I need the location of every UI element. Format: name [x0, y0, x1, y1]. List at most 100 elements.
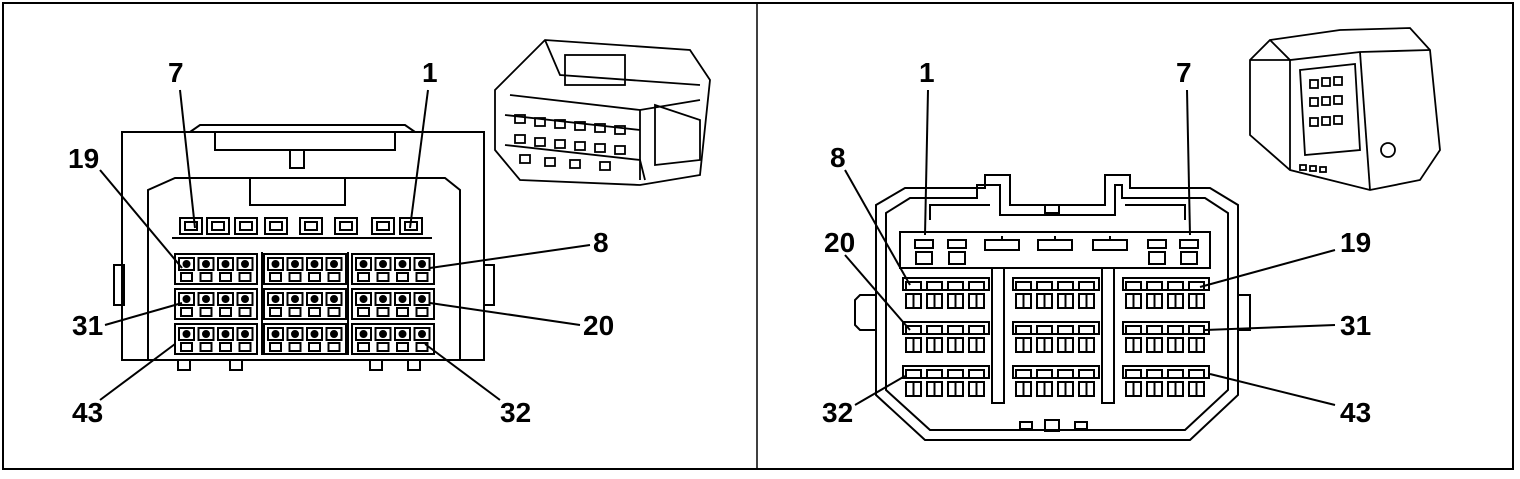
right-pin-latch [1057, 281, 1074, 291]
leader-left-20 [429, 302, 581, 326]
left-pin-lock [180, 342, 193, 352]
leader-right-20 [844, 254, 911, 331]
right-post-left [991, 267, 1005, 404]
left-pin-lock [219, 272, 232, 282]
right-top-wide-cavity [1037, 239, 1073, 251]
left-top-terminal [304, 221, 318, 231]
leader-left-31 [104, 302, 183, 326]
right-pin-latch [1036, 369, 1053, 379]
left-top-cavity [334, 217, 358, 235]
right-label-43: 43 [1340, 397, 1371, 428]
right-label-31: 31 [1340, 310, 1371, 341]
right-pin-latch [1078, 281, 1095, 291]
right-inner-ridge [929, 204, 1186, 220]
outer-frame [2, 2, 1514, 470]
left-pin-cavity [267, 327, 284, 341]
left-pin-cavity [217, 257, 234, 271]
left-pin-lock [308, 342, 321, 352]
right-connector-panel [854, 174, 1251, 441]
right-pin-latch [1146, 325, 1163, 335]
left-top-terminal [339, 221, 353, 231]
left-pin-terminal [359, 330, 368, 338]
left-pin-cavity [217, 292, 234, 306]
left-pin-lock [288, 272, 302, 282]
left-grid-block [263, 288, 347, 320]
left-pin-terminal [379, 260, 387, 268]
left-pin-terminal [271, 295, 280, 303]
left-pin-terminal [330, 260, 338, 268]
right-pin-latch [1125, 281, 1142, 291]
right-pin-latch [1078, 325, 1095, 335]
left-pin-lock [180, 307, 193, 317]
left-pin-terminal [202, 260, 210, 268]
left-pin-terminal [241, 260, 249, 268]
leader-right-43 [1209, 373, 1336, 406]
left-label-19: 19 [68, 143, 99, 174]
left-top-terminal [376, 221, 390, 231]
left-pin-cavity [178, 327, 195, 341]
right-pin-latch [968, 281, 985, 291]
right-grid-rail [1122, 321, 1210, 335]
leader-right-32 [854, 375, 906, 406]
right-top-terminal [1180, 251, 1198, 265]
left-pin-cavity [217, 327, 234, 341]
right-housing-inner [885, 184, 1229, 431]
left-housing-outline [121, 131, 485, 361]
right-grid-rail [1012, 277, 1100, 291]
right-label-32: 32 [822, 397, 853, 428]
leader-left-7 [179, 89, 196, 229]
left-housing-top-cap [189, 124, 416, 133]
left-top-cavity [206, 217, 230, 235]
left-pin-cavity [236, 257, 254, 271]
left-pin-terminal [182, 330, 191, 338]
left-pin-cavity [267, 257, 284, 271]
left-top-cavity [371, 217, 395, 235]
right-label-1: 1 [919, 57, 935, 88]
left-top-terminal [184, 221, 198, 231]
left-pin-cavity [286, 257, 304, 271]
left-pin-lock [357, 307, 370, 317]
right-pin-grid [902, 277, 1210, 397]
left-pin-terminal [182, 295, 191, 303]
left-pin-terminal [310, 295, 319, 303]
left-pin-cavity [325, 257, 343, 271]
left-grid-block [351, 253, 435, 285]
right-top-terminal [948, 251, 966, 265]
left-pin-terminal [291, 295, 299, 303]
left-leader-lines [99, 89, 591, 401]
left-side-latch-right [483, 264, 495, 306]
left-pin-terminal [241, 295, 249, 303]
left-top-terminal [239, 221, 253, 231]
left-pin-terminal [359, 295, 368, 303]
right-pin-latch [905, 281, 922, 291]
right-pin-latch [968, 325, 985, 335]
left-pin-cavity [236, 327, 254, 341]
left-pin-lock [199, 342, 213, 352]
right-pin-latch [1188, 325, 1205, 335]
right-pin-latch [1125, 325, 1142, 335]
right-grid-rail [902, 365, 990, 379]
right-top-terminal [915, 251, 933, 265]
right-housing-outline [875, 174, 1239, 441]
right-grid-rail [1012, 365, 1100, 379]
left-pin-terminal [398, 330, 407, 338]
left-pin-cavity [355, 292, 372, 306]
left-pin-cavity [286, 327, 304, 341]
left-label-43: 43 [72, 397, 103, 428]
leader-right-1 [924, 89, 929, 236]
left-pin-lock [396, 307, 409, 317]
right-top-cavity [1179, 239, 1199, 249]
leader-right-19 [1199, 249, 1336, 288]
left-lock-window [249, 178, 346, 206]
leader-left-43 [99, 343, 176, 401]
left-pin-terminal [221, 330, 230, 338]
left-pin-lock [238, 307, 252, 317]
left-pin-cavity [413, 292, 431, 306]
left-pin-lock [376, 307, 390, 317]
left-top-terminal [269, 221, 283, 231]
left-pin-terminal [271, 330, 280, 338]
right-pin-latch [905, 369, 922, 379]
right-pin-latch [947, 325, 964, 335]
right-bottom-slot-1 [1019, 421, 1033, 430]
right-bottom-slot-3 [1074, 421, 1088, 430]
